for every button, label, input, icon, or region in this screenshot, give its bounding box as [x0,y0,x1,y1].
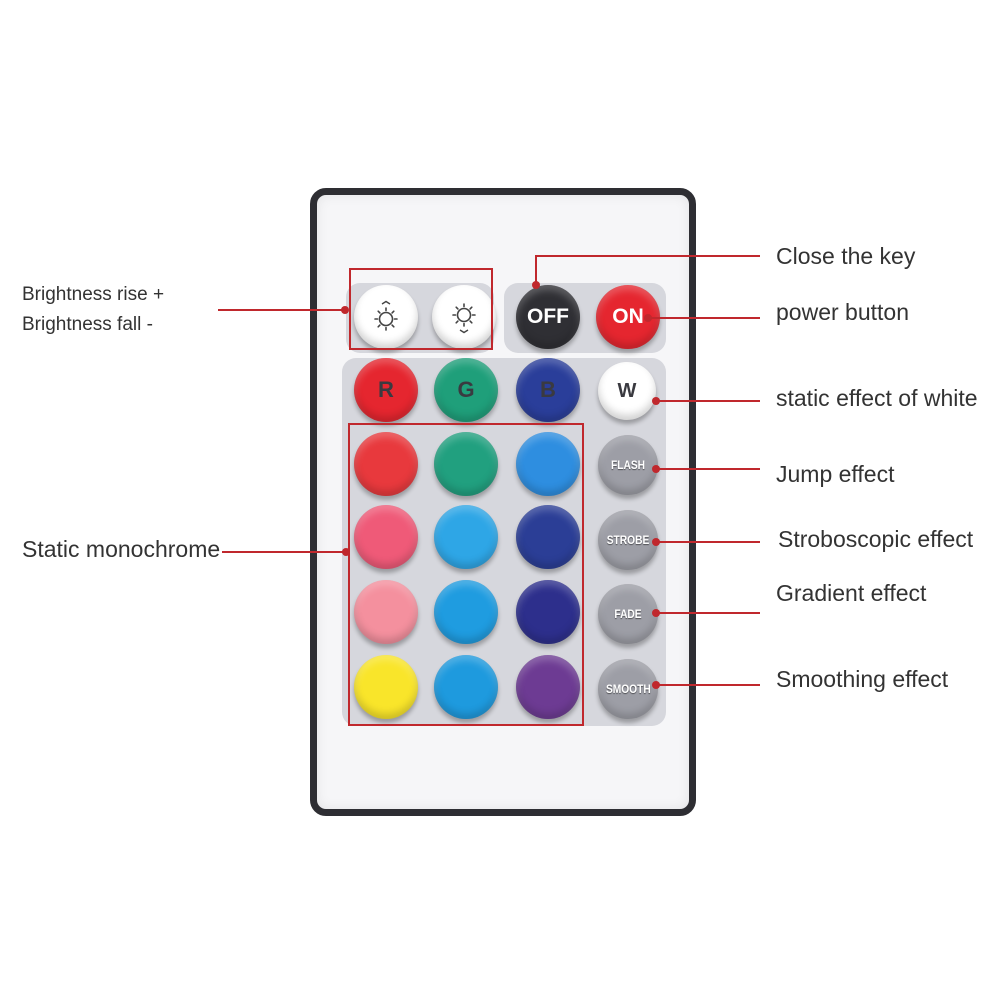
strobe-button[interactable]: STROBE [598,510,658,570]
static-white-label: static effect of white [776,385,978,411]
white-callout-dot [652,397,660,405]
close-key-callout-dot [532,281,540,289]
strobe-label: STROBE [606,533,650,547]
red-label: R [378,377,394,402]
monochrome-outline [348,423,584,726]
gradient-effect-label: Gradient effect [776,580,927,606]
color-yellow-button[interactable] [354,655,418,719]
smooth-label: SMOOTH [605,682,651,696]
red-button[interactable]: R [354,358,418,422]
gradient-callout-line [656,612,760,614]
flash-button[interactable]: FLASH [598,435,658,495]
power-callout-line [648,317,760,319]
blue-label: B [540,377,556,402]
brightness-down-icon [452,303,476,334]
blue-button[interactable]: B [516,358,580,422]
brightness-rise-label: Brightness rise + [22,284,165,305]
color-pink-button[interactable] [354,505,418,569]
monochrome-callout-dot [342,548,350,556]
color-cyan-button[interactable] [434,505,498,569]
close-key-callout-vline [535,256,537,284]
smooth-button[interactable]: SMOOTH [598,659,658,719]
brightness-up-icon [374,300,398,331]
jump-callout-line [656,468,760,470]
strobe-callout-dot [652,538,660,546]
brightness-down-button[interactable] [432,285,496,349]
color-blue-button[interactable] [434,655,498,719]
on-button[interactable]: ON [596,285,660,349]
white-label: W [617,379,637,402]
color-azure-button[interactable] [434,580,498,644]
fade-label: FADE [614,607,642,621]
green-label: G [457,377,475,402]
power-callout-dot [644,314,652,322]
brightness-outline [349,268,493,350]
strobe-callout-line [656,541,760,543]
color-purple-button[interactable] [516,655,580,719]
close-key-label: Close the key [776,243,916,269]
brightness-up-button[interactable] [354,285,418,349]
color-navy-button[interactable] [516,505,580,569]
stroboscopic-effect-label: Stroboscopic effect [778,526,974,552]
jump-effect-label: Jump effect [776,461,895,487]
on-label: ON [612,305,644,328]
static-monochrome-label: Static monochrome [22,536,221,562]
smoothing-effect-label: Smoothing effect [776,666,949,692]
fade-button[interactable]: FADE [598,584,658,644]
off-button[interactable]: OFF [516,285,580,349]
power-button-label: power button [776,299,909,325]
brightness-callout-dot [341,306,349,314]
color-indigo-button[interactable] [516,580,580,644]
green-button[interactable]: G [434,358,498,422]
close-key-callout-line [535,255,760,257]
jump-callout-dot [652,465,660,473]
off-label: OFF [527,305,569,328]
smoothing-callout-dot [652,681,660,689]
white-callout-line [656,400,760,402]
color-sky-button[interactable] [516,432,580,496]
color-red-button[interactable] [354,432,418,496]
smoothing-callout-line [656,684,760,686]
brightness-fall-label: Brightness fall - [22,314,153,335]
brightness-callout-line [218,309,345,311]
monochrome-callout-line [222,551,346,553]
white-button[interactable]: W [598,362,656,420]
gradient-callout-dot [652,609,660,617]
flash-label: FLASH [611,458,645,472]
color-teal-button[interactable] [434,432,498,496]
color-rose-button[interactable] [354,580,418,644]
